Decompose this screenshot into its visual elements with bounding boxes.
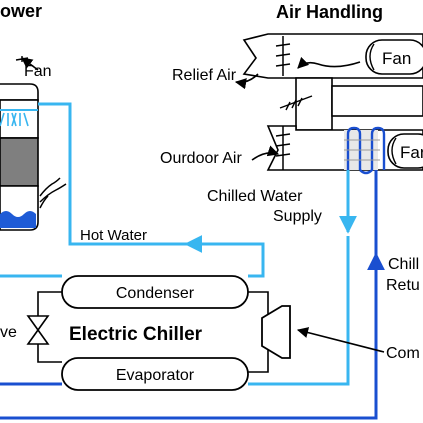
top-fan-icon	[365, 39, 423, 75]
air-handler-mixing-duct	[295, 77, 333, 131]
chilled-water-supply-label-line1: Chilled Water	[207, 188, 303, 205]
return-air-arrow	[297, 56, 361, 69]
cooling-tower-spray-zone	[0, 99, 39, 139]
evaporator-box	[61, 357, 249, 391]
electric-chiller-title: Electric Chiller	[69, 324, 203, 345]
top-fan-label: Fan	[382, 49, 411, 68]
cooling-tower-fan-arrow	[15, 56, 39, 71]
condenser-water-supply-pipe	[38, 102, 265, 278]
cooling-tower-title: ower	[0, 1, 42, 21]
cooling-tower-fill-media	[0, 137, 39, 187]
outdoor-air-label: Ourdoor Air	[160, 150, 242, 167]
hot-water-label: Hot Water	[80, 227, 147, 244]
cooling-tower-cap	[0, 83, 39, 101]
cooling-coil-icon	[344, 126, 386, 175]
bottom-fan-icon	[387, 133, 423, 169]
damper-icon	[275, 36, 291, 76]
chilled-water-return-label-line1: Chill	[388, 256, 419, 273]
chilled-water-supply-label-line2: Supply	[273, 208, 322, 225]
spray-nozzle-icon	[0, 109, 38, 127]
expansion-valve-label: ve	[0, 324, 17, 341]
condenser-label: Condenser	[116, 285, 195, 302]
condenser-box	[61, 275, 249, 309]
compressor-pointer	[296, 327, 385, 353]
chilled-water-return-label-line2: Retu	[386, 277, 420, 294]
evaporator-label: Evaporator	[116, 367, 195, 384]
basin-wave-icon	[39, 177, 67, 209]
bottom-fan-label: Fan	[400, 143, 423, 162]
cooling-tower-fan-label: Fan	[24, 63, 52, 80]
expansion-valve-icon	[26, 315, 50, 345]
air-handling-title: Air Handling	[276, 2, 383, 22]
outdoor-air-arrow	[251, 145, 280, 161]
compressor-label: Com	[386, 345, 420, 362]
relief-air-arrow	[234, 73, 259, 90]
compressor-icon	[261, 305, 291, 359]
relief-air-label: Relief Air	[172, 67, 237, 84]
basin-water	[0, 211, 36, 228]
air-handler-upper-right-box	[331, 85, 423, 117]
mixing-damper-icon	[279, 95, 313, 111]
